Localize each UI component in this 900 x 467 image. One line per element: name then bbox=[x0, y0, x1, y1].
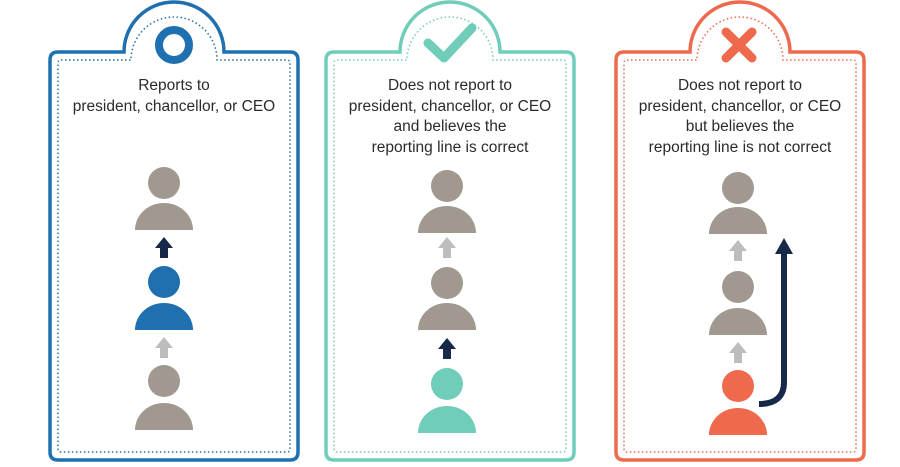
bypass-arrow-icon bbox=[758, 238, 793, 407]
caption-line: Does not report to bbox=[677, 77, 803, 94]
arrow-up-icon bbox=[438, 338, 456, 359]
person-icon-bottom bbox=[418, 368, 476, 433]
panel-not-correct: Does not report to president, chancellor… bbox=[602, 0, 878, 467]
panel-caption: Does not report to president, chancellor… bbox=[332, 76, 568, 158]
panel-frame bbox=[324, 0, 576, 462]
circle-icon bbox=[155, 26, 193, 64]
arrow-up-icon bbox=[155, 237, 173, 258]
panel-caption: Does not report to president, chancellor… bbox=[622, 76, 858, 158]
panel-correct: Does not report to president, chancellor… bbox=[312, 0, 588, 467]
person-icon-bottom bbox=[709, 370, 767, 435]
caption-line: reporting line is correct bbox=[371, 138, 529, 156]
person-icon-middle bbox=[418, 267, 476, 330]
arrow-up-icon bbox=[155, 337, 173, 358]
panel-frame bbox=[614, 0, 866, 462]
arrow-up-icon bbox=[729, 342, 747, 363]
caption-line: and believes the bbox=[393, 118, 507, 135]
arrow-up-icon bbox=[729, 240, 747, 261]
person-icon-bottom bbox=[135, 365, 193, 430]
person-icon-top bbox=[709, 172, 767, 234]
caption-line: president, chancellor, or CEO bbox=[72, 97, 276, 115]
caption-line: president, chancellor, or CEO bbox=[348, 97, 552, 115]
check-icon bbox=[423, 23, 477, 63]
caption-line: reporting line is not correct bbox=[648, 138, 832, 156]
panel-reports: Reports to president, chancellor, or CEO bbox=[36, 0, 312, 467]
cross-icon bbox=[721, 27, 757, 63]
person-icon-middle bbox=[709, 271, 767, 335]
person-icon-middle bbox=[135, 266, 193, 330]
person-icon-top bbox=[418, 170, 476, 233]
panel-caption: Reports to president, chancellor, or CEO bbox=[56, 76, 292, 117]
panel-frame bbox=[48, 0, 300, 462]
caption-line: but believes the bbox=[685, 118, 795, 135]
caption-line: president, chancellor, or CEO bbox=[638, 97, 842, 115]
caption-line: Does not report to bbox=[387, 77, 513, 94]
caption-line: Reports to bbox=[138, 77, 210, 94]
person-icon-top bbox=[135, 167, 193, 230]
arrow-up-icon bbox=[438, 237, 456, 258]
